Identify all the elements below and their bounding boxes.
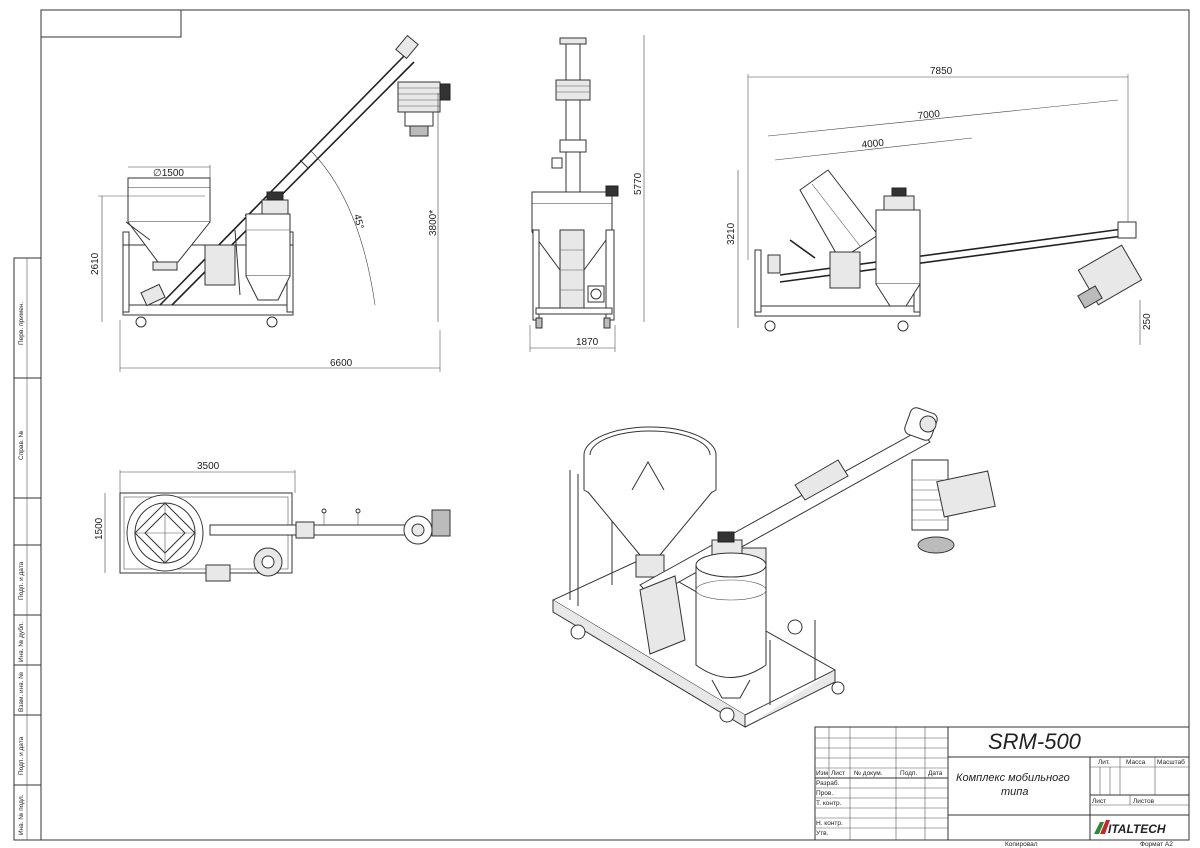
dim-right-height: 3210 [726,222,737,245]
right-view: 7850 7000 4000 3210 250 [726,66,1153,345]
front-view: 5770 1870 [529,35,645,352]
stamp-label: Инв. № дубл. [17,622,25,662]
side-view: ∅1500 45° 3800* 2610 6600 [90,34,451,372]
col-doc: № докум. [854,770,883,777]
stamp-label: Справ. № [18,430,25,460]
copied-label: Копировал [1005,841,1038,848]
sheet-label: Лист [1092,798,1106,805]
sheets-label: Листов [1133,798,1155,805]
title-block: Изм Лист № докум. Подп. Дата Разраб. Про… [814,726,1190,848]
dim-front-height: 5770 [633,172,644,195]
side-stamp: Перв. примен. Справ. № Подп. и дата Инв.… [13,257,42,841]
mass-label: Масса [1126,759,1146,766]
dim-top-length: 3500 [197,461,220,472]
dim-length-total: 6600 [330,358,353,369]
title-line2: типа [1001,786,1028,798]
col-date: Дата [928,770,943,777]
logo-text: ITALTECH [1108,822,1166,836]
isometric-view [551,407,996,728]
dim-right-screw: 7000 [917,109,941,122]
col-sign: Подп. [900,770,917,777]
stamp-label: Перв. примен. [18,302,25,345]
dim-angle: 45° [351,213,366,230]
col-izm: Изм [816,770,829,777]
sheet-frame [40,9,1190,841]
row-prov: Пров. [816,790,833,797]
top-view: 3500 1500 [94,461,451,582]
dim-height-total: 3800* [428,210,439,236]
stamp-label: Инв. № подл. [18,794,25,835]
dim-front-width: 1870 [576,337,599,348]
row-tkontr: Т. контр. [816,800,842,807]
dim-right-total: 7850 [930,66,953,77]
stamp-label: Подп. и дата [18,736,25,775]
dim-right-hopper: 4000 [861,138,885,151]
stamp-label: Взам. инв. № [18,672,25,712]
stamp-label: Подп. и дата [18,561,25,600]
format-label: Формат А2 [1140,841,1173,848]
top-left-stamp-box [40,9,182,38]
lit-label: Лит. [1098,759,1110,766]
col-list: Лист [831,770,845,777]
scale-label: Масштаб [1157,758,1185,766]
dim-height-frame: 2610 [90,252,101,275]
dim-diameter: ∅1500 [153,168,184,179]
drawing-code: SRM-500 [988,729,1082,754]
row-nkontr: Н. контр. [816,820,843,827]
title-line1: Комплекс мобильного [956,772,1070,784]
dim-right-clearance: 250 [1142,313,1153,330]
row-utv: Утв. [816,830,829,837]
row-razrab: Разраб. [816,779,840,787]
italtech-logo-icon: ITALTECH [1094,820,1166,836]
dim-top-width: 1500 [94,517,105,540]
